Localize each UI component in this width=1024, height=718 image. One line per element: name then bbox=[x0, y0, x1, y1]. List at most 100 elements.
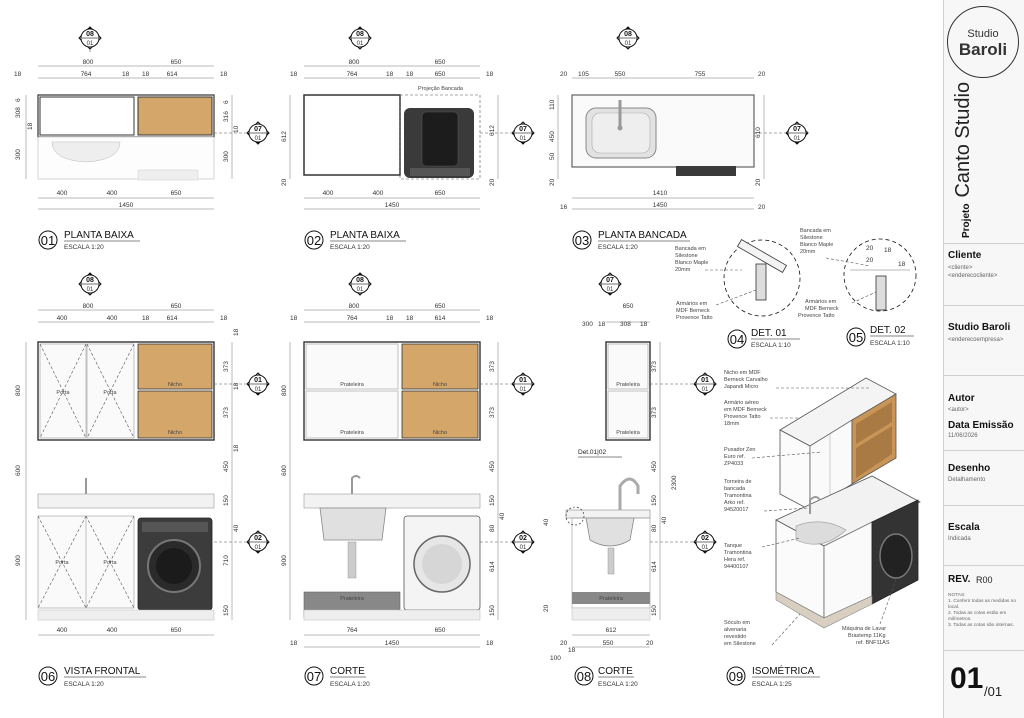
note-line: ref. BNF11AS bbox=[856, 640, 890, 646]
note-line: Torneira de bbox=[724, 479, 752, 485]
dim: 373 bbox=[223, 407, 230, 418]
dim: 308 bbox=[15, 107, 22, 118]
dim: 650 bbox=[435, 59, 446, 66]
notes-block: NOTAS: 1. Conferir todas as medidas no l… bbox=[948, 593, 1022, 629]
dim: 400 bbox=[373, 190, 384, 197]
niche-label: Nicho bbox=[433, 430, 447, 436]
dim: 18 bbox=[884, 247, 892, 254]
studio-block: Studio Baroli <enderecoempresa> bbox=[944, 305, 1024, 375]
marker-sheet: 01 bbox=[702, 387, 709, 393]
dim: 16 bbox=[560, 204, 568, 211]
view-title: VISTA FRONTAL bbox=[64, 666, 141, 677]
note-line: em MDF Berneck bbox=[724, 407, 767, 413]
dim: 614 bbox=[489, 561, 496, 572]
dim: 18 bbox=[142, 315, 150, 322]
marker-sheet: 01 bbox=[357, 41, 364, 47]
dim: 610 bbox=[755, 127, 762, 138]
note-line: Berneck Carvalho bbox=[724, 377, 768, 383]
dim: 50 bbox=[549, 152, 556, 160]
dim: 6 bbox=[15, 98, 22, 102]
dim: 150 bbox=[223, 605, 230, 616]
scale-label: Escala bbox=[948, 522, 980, 533]
dim: 1450 bbox=[119, 202, 134, 209]
author-block: Autor <autor> Data Emissão 11/06/2026 bbox=[944, 375, 1024, 450]
dim: 80 bbox=[651, 524, 658, 532]
section-marker-01: 01 01 bbox=[650, 372, 717, 396]
dim: 10 bbox=[233, 125, 240, 133]
revision-block: REV. R00 bbox=[944, 565, 1024, 650]
view-08-corte: 07 01 650 300 18 308 18 Prateleira Prate… bbox=[543, 272, 717, 688]
dim: 764 bbox=[81, 71, 92, 78]
marker-sheet: 01 bbox=[255, 136, 262, 142]
view-04-detail-01: Bancada em Silestone Blanco Maple 20mm A… bbox=[675, 238, 801, 349]
section-marker-01: 01 01 bbox=[214, 372, 270, 396]
dim: 373 bbox=[489, 361, 496, 372]
note-line: Tramontina bbox=[724, 550, 753, 556]
dim: 100 bbox=[550, 655, 561, 662]
dim: 400 bbox=[57, 627, 68, 634]
section-marker-07: 07 01 bbox=[480, 121, 535, 145]
client-block: Cliente <cliente> <enderecocliente> bbox=[944, 243, 1024, 305]
note-line: Bancada em bbox=[800, 228, 831, 234]
dim: 18 bbox=[290, 315, 298, 322]
note-line: MDF Berneck bbox=[676, 308, 710, 314]
view-scale: ESCALA 1:10 bbox=[751, 342, 791, 349]
view-title: PLANTA BANCADA bbox=[598, 230, 687, 241]
note-line: revestido bbox=[724, 634, 746, 640]
view-scale: ESCALA 1:20 bbox=[64, 244, 104, 251]
dim: 110 bbox=[549, 99, 556, 110]
dim: 1410 bbox=[653, 190, 668, 197]
dim: 308 bbox=[620, 321, 631, 328]
dim: 650 bbox=[435, 190, 446, 197]
marker-num: 01 bbox=[519, 377, 527, 384]
project-name: Canto Studio bbox=[952, 81, 974, 198]
marker-num: 01 bbox=[254, 377, 262, 384]
view-scale: ESCALA 1:20 bbox=[330, 244, 370, 251]
dim: 650 bbox=[171, 59, 182, 66]
view-01-planta-baixa: 08 01 800 650 18 764 18 18 614 18 308 6 … bbox=[14, 26, 270, 251]
note-line: Silestone bbox=[800, 235, 823, 241]
author-value: <autor> bbox=[948, 407, 969, 413]
dim: 614 bbox=[167, 315, 178, 322]
note-line: 20mm bbox=[675, 267, 691, 273]
dim: 300 bbox=[582, 321, 593, 328]
marker-num: 02 bbox=[519, 535, 527, 542]
marker-num: 07 bbox=[793, 126, 801, 133]
revision-value: R00 bbox=[976, 575, 993, 585]
logo-text-top: Studio bbox=[967, 28, 999, 40]
note-line: 18mm bbox=[724, 421, 740, 427]
note-line: Blanco Maple bbox=[800, 242, 833, 248]
dim: 18 bbox=[486, 315, 494, 322]
view-scale: ESCALA 1:25 bbox=[752, 681, 792, 688]
view-02-planta-baixa: 08 01 800 650 18 764 18 18 650 18 Projeç… bbox=[281, 26, 535, 251]
view-title: ISOMÉTRICA bbox=[752, 664, 815, 677]
section-marker-08: 08 01 bbox=[348, 26, 372, 50]
client-label: Cliente bbox=[948, 250, 982, 261]
dim: 18 bbox=[290, 71, 298, 78]
view-number: 09 bbox=[729, 669, 743, 684]
note-line: MDF Berneck bbox=[805, 306, 839, 312]
view-title: CORTE bbox=[330, 666, 365, 677]
dim: 550 bbox=[603, 640, 614, 647]
dim: 20 bbox=[866, 245, 874, 252]
dim: 373 bbox=[489, 407, 496, 418]
dim: 105 bbox=[578, 71, 589, 78]
dim: 40 bbox=[543, 518, 550, 526]
dim: 18 bbox=[406, 315, 414, 322]
dim: 450 bbox=[223, 461, 230, 472]
dim: 150 bbox=[223, 495, 230, 506]
note-line: Blanco Maple bbox=[675, 260, 708, 266]
dim: 400 bbox=[107, 315, 118, 322]
note-line: 94520017 bbox=[724, 507, 748, 513]
marker-num: 08 bbox=[356, 277, 364, 284]
dim: 18 bbox=[14, 71, 22, 78]
dim: 40 bbox=[499, 512, 506, 520]
dim: 18 bbox=[142, 71, 150, 78]
view-06-vista-frontal: 08 01 800 650 400 400 18 614 18 Porta Po… bbox=[15, 272, 270, 688]
dim: 600 bbox=[281, 465, 288, 476]
marker-num: 07 bbox=[519, 126, 527, 133]
dim: 20 bbox=[758, 204, 766, 211]
marker-num: 08 bbox=[356, 31, 364, 38]
dim: 20 bbox=[758, 71, 766, 78]
dim: 612 bbox=[281, 131, 288, 142]
